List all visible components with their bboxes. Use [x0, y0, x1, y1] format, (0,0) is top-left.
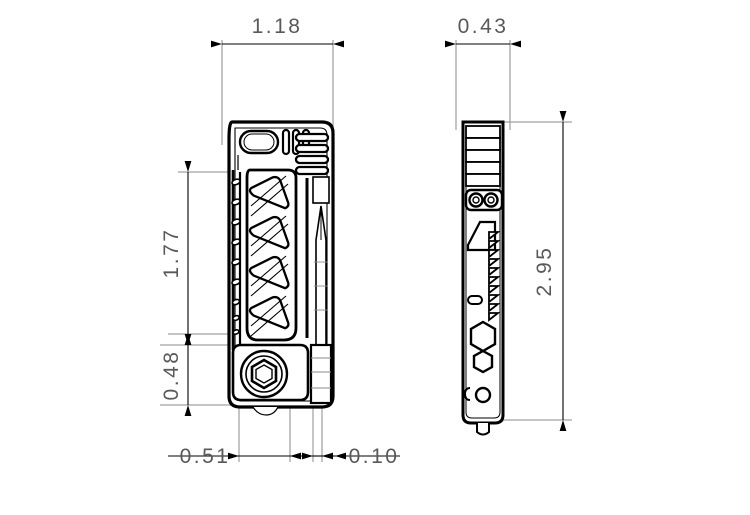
pivot-bosses	[464, 188, 504, 212]
dimension-label-width: 1.18	[252, 15, 303, 38]
bit-stack	[248, 175, 290, 337]
side-body-inner	[465, 126, 501, 419]
side-view	[461, 120, 505, 436]
front-view	[227, 120, 335, 416]
dimension-label-base-width: 0.51	[180, 445, 231, 468]
vent-slots-horizontal	[294, 132, 330, 176]
saw-teeth	[488, 231, 501, 322]
bottom-notch	[463, 387, 471, 401]
dimension-label-blade-length: 1.77	[160, 228, 183, 279]
lanyard-hole-inner	[243, 133, 275, 151]
dimension-label-overall-height: 2.95	[533, 246, 556, 297]
side-slot	[467, 295, 483, 305]
hex-socket-inner	[255, 364, 273, 384]
extension-lines	[160, 40, 572, 462]
left-knurl-column	[231, 170, 242, 352]
bottom-lug	[476, 423, 490, 436]
hex-cutouts	[469, 320, 497, 374]
bit-holder-block	[309, 343, 333, 405]
dimension-label-edge-offset: 0.10	[349, 445, 400, 468]
dimension-label-thickness: 0.43	[458, 15, 509, 38]
bottom-tab	[252, 406, 279, 416]
bottom-hole	[474, 386, 492, 404]
dimension-label-base-height: 0.48	[160, 350, 183, 401]
dimension-lines	[168, 40, 567, 460]
grip-bands	[465, 125, 501, 187]
